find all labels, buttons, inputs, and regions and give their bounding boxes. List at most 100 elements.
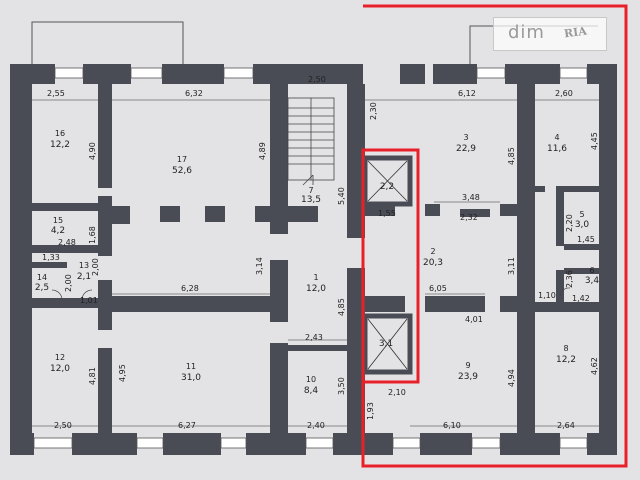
wall-v-stair-left <box>270 84 288 234</box>
walls <box>10 64 617 455</box>
wall-h-wc-1 <box>535 186 545 192</box>
dim-label: 4,89 <box>258 142 267 160</box>
wall-top-2 <box>83 64 131 84</box>
room-area: 2,5 <box>35 283 49 293</box>
dim-label: 1,42 <box>572 294 590 303</box>
wall-v-east <box>517 84 535 433</box>
wall-bottom-4 <box>246 433 306 455</box>
dim-label: 2,30 <box>369 102 378 120</box>
dim-label: 3,50 <box>337 377 346 395</box>
room-area: 12,2 <box>50 140 70 150</box>
door-arcs <box>51 287 571 301</box>
dim-label: 1,93 <box>366 402 375 420</box>
watermark-logo: RIA <box>563 24 588 41</box>
elevator-shaft-2-wall <box>362 313 413 375</box>
room-area: 3,4 <box>585 276 600 286</box>
room-number: 10 <box>306 375 316 384</box>
watermark-brand: dim <box>508 22 545 43</box>
dim-label: 2,50 <box>308 75 326 84</box>
wall-top-5 <box>400 64 425 84</box>
dim-label: 4,94 <box>507 369 516 387</box>
dim-label: 2,32 <box>460 213 478 222</box>
wall-h-r9-top3 <box>500 296 517 312</box>
wall-top-6 <box>433 64 477 84</box>
wall-h-r9-top <box>365 296 405 312</box>
room-area: 11,6 <box>547 144 567 154</box>
dim-label: 1,45 <box>577 235 595 244</box>
wall-v-room16 <box>98 84 112 188</box>
wall-right <box>599 84 617 455</box>
room-number: 11 <box>186 362 196 371</box>
dim-label: 6,10 <box>443 421 461 430</box>
room-number: 8 <box>563 344 568 353</box>
dim-label: 1,55 <box>378 209 396 218</box>
wall-top-8 <box>587 64 617 84</box>
dimension-labels: 2,55 6,32 2,50 6,12 2,60 2,30 4,90 4,89 … <box>42 75 599 430</box>
wall-v-room10-left <box>270 343 288 433</box>
watermark: dim RIA <box>493 17 607 51</box>
wall-h-stair-bottom <box>288 206 318 222</box>
dim-label: 6,05 <box>429 284 447 293</box>
room-number: 15 <box>53 216 63 225</box>
wall-v-wc-left <box>556 188 564 246</box>
wall-h-wc-3 <box>564 244 599 250</box>
wall-left <box>10 64 32 455</box>
dim-label: 4,01 <box>465 315 483 324</box>
wall-h-wc-2 <box>556 186 599 192</box>
wall-bottom-2 <box>72 433 137 455</box>
dim-label: 2,43 <box>305 333 323 342</box>
wall-h-pier-3 <box>205 206 225 222</box>
dim-label: 2,36 <box>565 270 574 288</box>
staircase <box>287 97 335 186</box>
room-area: 2,1 <box>77 272 91 282</box>
room-number: 13 <box>79 261 89 270</box>
wall-h-core-top <box>365 204 395 216</box>
dim-label: 2,00 <box>64 274 73 292</box>
balcony-outline-left <box>31 21 184 64</box>
room-area: 22,9 <box>456 144 476 154</box>
wall-h-pier-2 <box>160 206 180 222</box>
room-number: 7 <box>308 186 313 195</box>
dim-label: 2,40 <box>307 421 325 430</box>
wall-top-4 <box>253 64 363 84</box>
room-area: 3,0 <box>575 220 590 230</box>
dim-label: 2,64 <box>557 421 575 430</box>
wall-v-core-1 <box>347 84 365 238</box>
dim-label: 6,27 <box>178 421 196 430</box>
wall-top-7 <box>505 64 560 84</box>
wall-h-r3-bottom3 <box>500 204 517 216</box>
dim-label: 6,28 <box>181 284 199 293</box>
wall-top-3 <box>162 64 224 84</box>
dim-label: 2,20 <box>565 214 574 232</box>
room-number: 1 <box>313 273 318 282</box>
room-number: 17 <box>177 155 187 164</box>
wall-v-room12b <box>98 348 112 433</box>
dimension-lines <box>32 99 599 427</box>
wall-v-room16b <box>98 196 112 256</box>
dim-label: 4,85 <box>507 147 516 165</box>
room-area: 31,0 <box>181 373 201 383</box>
wall-bottom-6 <box>420 433 472 455</box>
dim-label: 3,14 <box>255 257 264 275</box>
dim-label: 2,55 <box>47 89 65 98</box>
room-area: 12,0 <box>306 284 326 294</box>
wall-h-room15-top <box>32 203 98 211</box>
dim-label: 2,50 <box>54 421 72 430</box>
room-number: 16 <box>55 129 65 138</box>
room-number: 14 <box>37 273 47 282</box>
room-area: 4,2 <box>51 226 65 236</box>
dim-label: 1,10 <box>538 291 556 300</box>
wall-v-wc-left2 <box>556 270 564 310</box>
dim-label: 2,48 <box>58 238 76 247</box>
wall-h-room14-top <box>32 262 67 268</box>
room-number: 6 <box>589 266 594 275</box>
room-number: 4 <box>554 133 559 142</box>
dim-label: 2,60 <box>555 89 573 98</box>
wall-h-r3-bottom <box>425 204 440 216</box>
room-labels: 16 12,2 17 52,6 15 4,2 14 2,5 13 2,1 1 1… <box>35 129 600 396</box>
wall-h-r3-bottom2 <box>460 209 490 217</box>
wall-h-pier-1 <box>112 206 130 224</box>
room-number: 3 <box>463 133 468 142</box>
room-number: 9 <box>465 361 470 370</box>
